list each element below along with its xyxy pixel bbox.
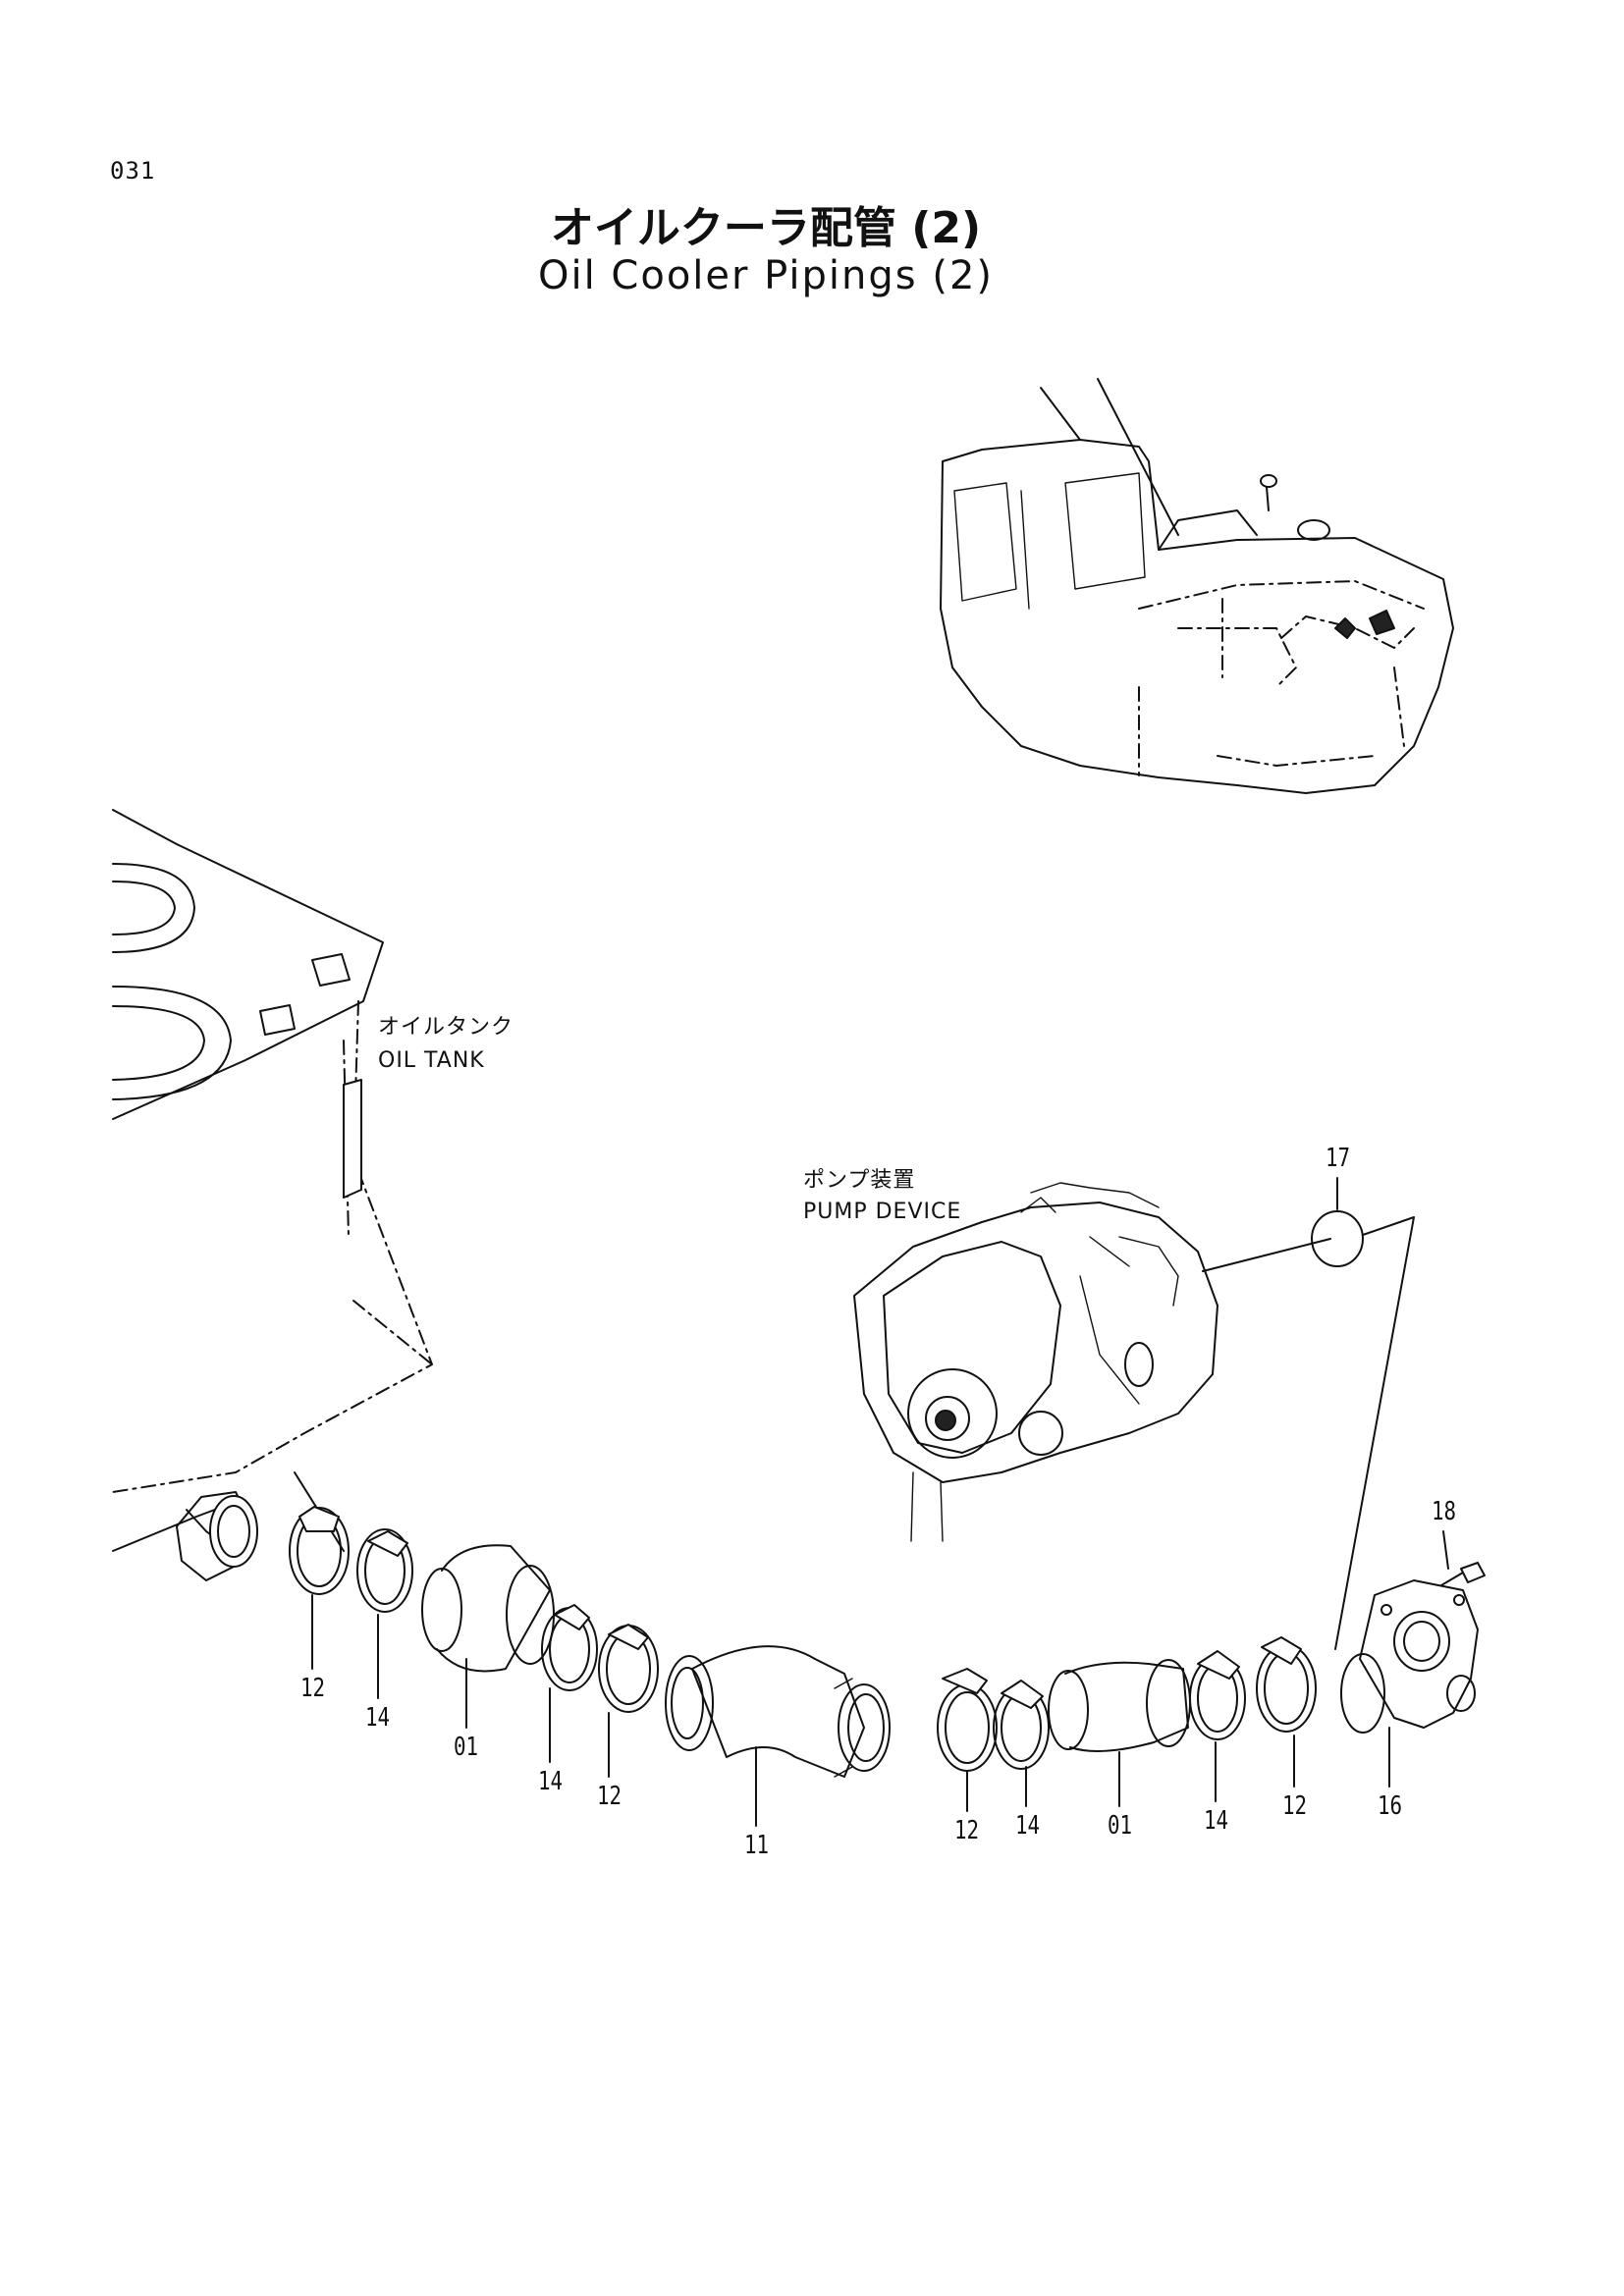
- part-number-12: 12: [597, 1782, 623, 1811]
- oil-tank: [112, 809, 433, 1552]
- part-number-16: 16: [1378, 1791, 1403, 1821]
- excavator-overview: [940, 378, 1454, 794]
- part-number-01: 01: [1108, 1811, 1133, 1841]
- o-ring-17: [1311, 1177, 1415, 1650]
- pump-device: [853, 1182, 1331, 1542]
- part-number-12: 12: [954, 1816, 980, 1845]
- title-japanese: オイルクーラ配管 (2): [550, 203, 982, 253]
- part-number-14: 14: [1015, 1811, 1041, 1841]
- oil-tank-label-jp: オイルタンク: [378, 1015, 514, 1040]
- part-number-12: 12: [300, 1674, 326, 1703]
- part-number-18: 18: [1432, 1497, 1457, 1526]
- part-number-12: 12: [1282, 1791, 1308, 1821]
- part-number-11: 11: [744, 1831, 770, 1860]
- page-number: 031: [110, 157, 156, 185]
- part-number-14: 14: [538, 1767, 564, 1796]
- part-number-14: 14: [365, 1703, 391, 1733]
- part-number-01: 01: [454, 1733, 479, 1762]
- leader-lines: [311, 1530, 1449, 1827]
- tank-outlet: [176, 1491, 258, 1581]
- title-english: Oil Cooler Pipings (2): [538, 253, 994, 298]
- part-number-17: 17: [1326, 1144, 1351, 1173]
- pump-device-label-en: PUMP DEVICE: [803, 1200, 962, 1224]
- part-number-14: 14: [1204, 1806, 1229, 1836]
- pipeline: [289, 1506, 1486, 1778]
- pump-device-label-jp: ポンプ装置: [803, 1168, 916, 1193]
- oil-tank-label-en: OIL TANK: [378, 1048, 485, 1073]
